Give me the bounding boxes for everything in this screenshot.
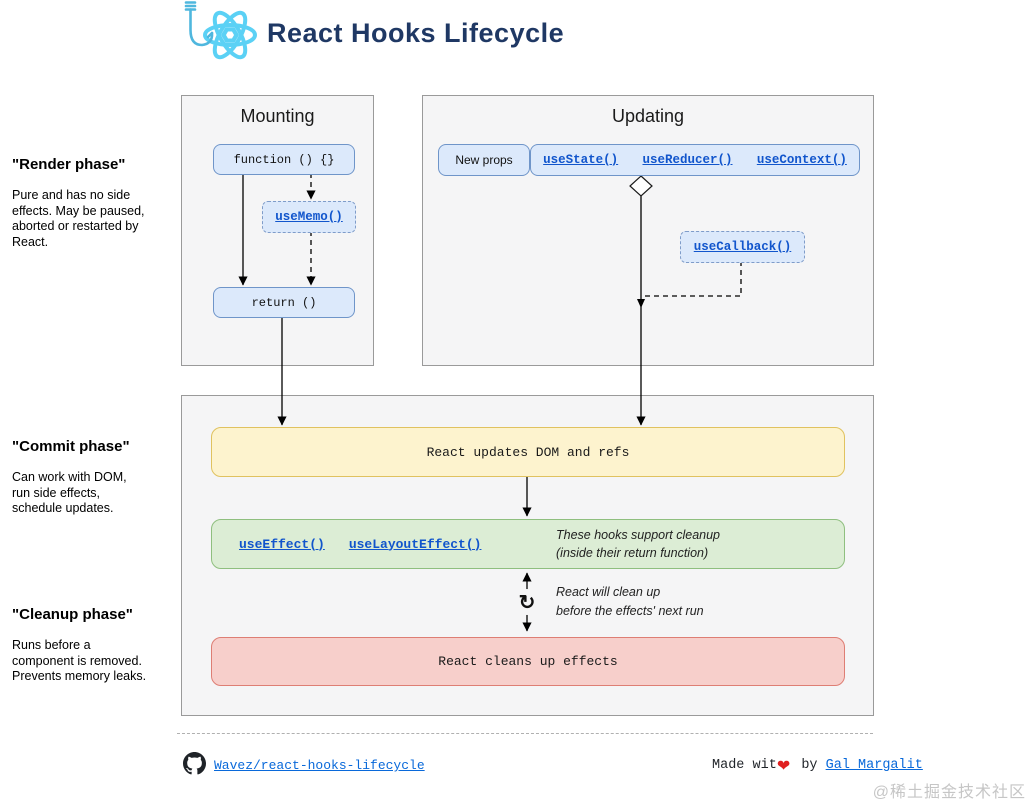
usecontext-link[interactable]: useContext() — [756, 153, 847, 167]
render-phase-label: "Render phase" Pure and has no side effe… — [12, 156, 174, 250]
commit-phase-description: Can work with DOM, run side effects, sch… — [12, 470, 127, 515]
heart-icon: ❤ — [776, 756, 791, 775]
update-dom-box: React updates DOM and refs — [211, 427, 845, 477]
made-with-prefix: Made wit — [712, 758, 777, 773]
usecallback-node: useCallback() — [680, 231, 805, 263]
refresh-cycle-icon: ↻ — [514, 589, 540, 615]
usereducer-link[interactable]: useReducer() — [642, 153, 733, 167]
commit-phase-label: "Commit phase" Can work with DOM, run si… — [12, 438, 174, 517]
function-node: function () {} — [213, 144, 355, 175]
uselayouteffect-link[interactable]: useLayoutEffect() — [348, 536, 482, 552]
effects-cleanup-note: These hooks support cleanup (inside thei… — [556, 528, 720, 560]
updating-title: Updating — [611, 106, 685, 126]
repo-link[interactable]: Wavez/react-hooks-lifecycle — [214, 758, 425, 773]
new-props-node: New props — [438, 144, 530, 176]
state-hooks-node: useState() useReducer() useContext() — [530, 144, 860, 176]
react-logo-icon — [184, 1, 257, 60]
cleanup-phase-description: Runs before a component is removed. Prev… — [12, 638, 147, 683]
render-phase-title: "Render phase" — [12, 156, 126, 173]
made-with-credit: Made wit❤ by Gal Margalit — [712, 756, 923, 775]
usestate-link[interactable]: useState() — [543, 153, 619, 167]
commit-phase-title: "Commit phase" — [12, 438, 130, 455]
effect-hooks-box: useEffect() useLayoutEffect() These hook… — [211, 519, 845, 569]
footer-divider — [177, 733, 873, 734]
page-title: React Hooks Lifecycle — [267, 18, 565, 48]
usememo-link[interactable]: useMemo() — [275, 210, 343, 224]
updating-panel: Updating — [422, 95, 874, 366]
github-icon — [183, 752, 206, 775]
refresh-glyph: ↻ — [518, 591, 536, 614]
usecallback-link[interactable]: useCallback() — [693, 240, 792, 254]
render-phase-description: Pure and has no side effects. May be pau… — [12, 188, 145, 249]
cleanup-phase-label: "Cleanup phase" Runs before a component … — [12, 606, 174, 685]
watermark: @稀土掘金技术社区 — [872, 784, 1026, 801]
cleanup-loop-note: React will clean up before the effects' … — [556, 585, 704, 618]
return-node: return () — [213, 287, 355, 318]
made-by-text: by — [793, 758, 826, 773]
cleans-up-box: React cleans up effects — [211, 637, 845, 686]
author-link[interactable]: Gal Margalit — [825, 758, 923, 773]
mounting-title: Mounting — [240, 106, 315, 126]
cleanup-phase-title: "Cleanup phase" — [12, 606, 133, 623]
usememo-node: useMemo() — [262, 201, 356, 233]
useeffect-link[interactable]: useEffect() — [239, 536, 325, 552]
